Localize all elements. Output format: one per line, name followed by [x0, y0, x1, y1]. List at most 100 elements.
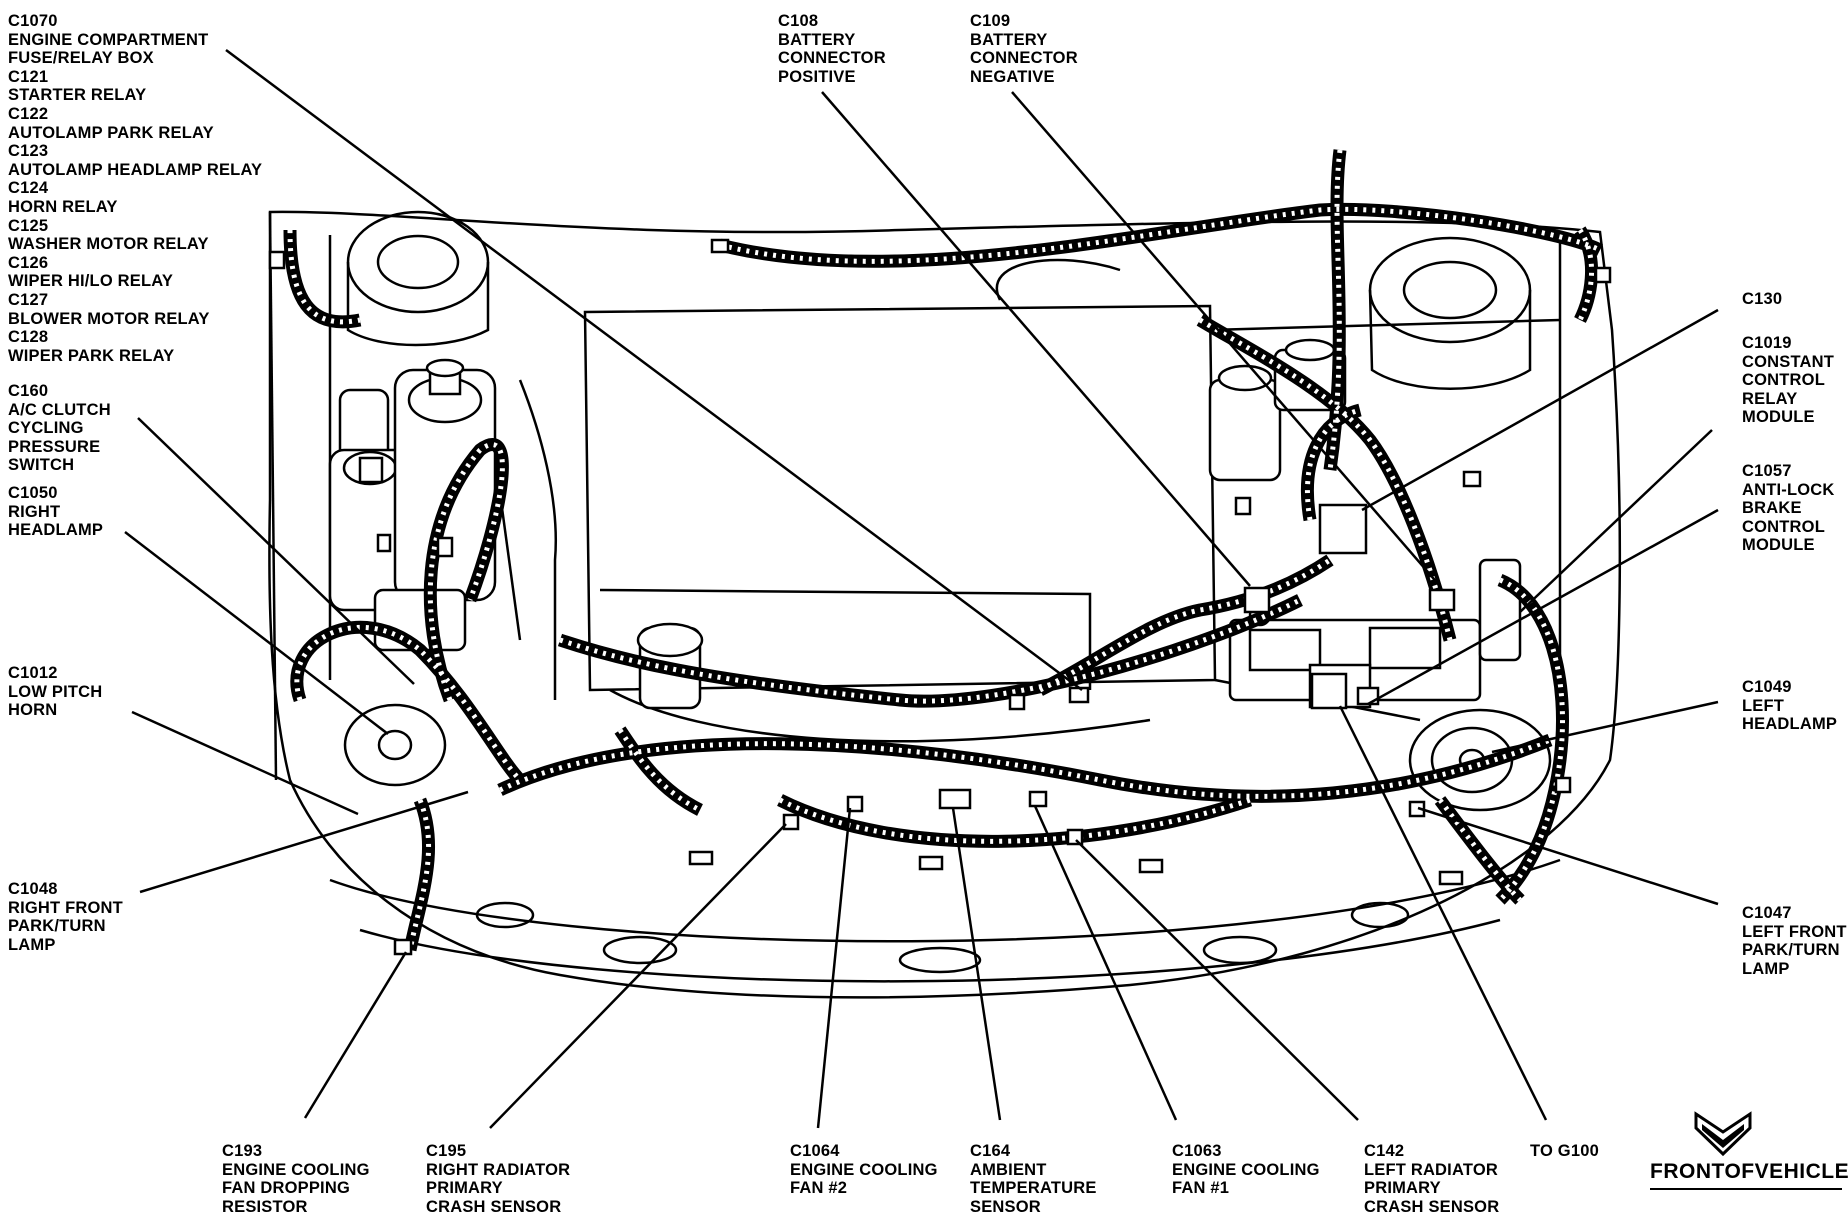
- callout-text: C142: [1364, 1142, 1405, 1160]
- callout-text: AUTOLAMP HEADLAMP RELAY: [8, 160, 263, 179]
- callout-text: NEGATIVE: [970, 67, 1055, 86]
- callout-text: C1047: [1742, 904, 1792, 922]
- strut-towers: [346, 210, 1532, 390]
- callout-text: SWITCH: [8, 456, 75, 475]
- callout-c1064-cooling-fan-2: C1064 ENGINE COOLING FAN #2: [790, 1142, 938, 1198]
- callout-text: TEMPERATURE: [970, 1179, 1097, 1198]
- callout-text: C122: [8, 104, 49, 123]
- callout-text: C195: [426, 1142, 467, 1160]
- callout-c164-ambient-temp-sensor: C164 AMBIENT TEMPERATURE SENSOR: [970, 1142, 1097, 1216]
- callout-text: BLOWER MOTOR RELAY: [8, 309, 210, 328]
- callout-text: LEFT: [1742, 696, 1785, 715]
- callout-text: AUTOLAMP PARK RELAY: [8, 123, 214, 142]
- callout-text: ENGINE COMPARTMENT: [8, 30, 209, 49]
- callout-c193-fan-dropping-resistor: C193 ENGINE COOLING FAN DROPPING RESISTO…: [222, 1142, 370, 1216]
- callout-text: C126: [8, 253, 49, 272]
- callout-text: C1064: [790, 1142, 840, 1160]
- callout-text: WIPER HI/LO RELAY: [8, 272, 174, 291]
- callout-text: HORN RELAY: [8, 197, 118, 216]
- callout-c195-right-radiator-crash-sensor: C195 RIGHT RADIATOR PRIMARY CRASH SENSOR: [426, 1142, 570, 1216]
- callout-text: CRASH SENSOR: [1364, 1197, 1500, 1216]
- callout-text: C130: [1742, 290, 1783, 308]
- callout-text: C164: [970, 1142, 1011, 1160]
- callout-c160-ac-clutch-switch: C160 A/C CLUTCH CYCLING PRESSURE SWITCH: [8, 382, 111, 475]
- front-arrow-icon: [1694, 1111, 1752, 1157]
- callout-text: C193: [222, 1142, 263, 1160]
- callout-c142-left-radiator-crash-sensor: C142 LEFT RADIATOR PRIMARY CRASH SENSOR: [1364, 1142, 1499, 1216]
- callout-text: C1063: [1172, 1142, 1222, 1160]
- callout-text: POSITIVE: [778, 67, 856, 86]
- callout-text: ENGINE COOLING: [222, 1160, 370, 1179]
- front-of-vehicle-label: FRONTOFVEHICLE: [1650, 1160, 1848, 1183]
- callout-text: PRIMARY: [426, 1179, 503, 1198]
- callout-c1019-constant-control-relay-module: C1019 CONSTANT CONTROL RELAY MODULE: [1742, 334, 1834, 427]
- callout-c130: C130: [1742, 290, 1782, 309]
- callout-text: C1019: [1742, 334, 1792, 352]
- callout-c109-battery-negative: C109 BATTERY CONNECTOR NEGATIVE: [970, 12, 1078, 86]
- callout-text: FAN #1: [1172, 1179, 1230, 1198]
- callout-c1047-left-front-park-turn-lamp: C1047 LEFT FRONT PARK/TURN LAMP: [1742, 904, 1847, 978]
- callout-text: HEADLAMP: [1742, 715, 1838, 734]
- callout-text: C1012: [8, 664, 58, 682]
- callout-text: CYCLING: [8, 419, 84, 438]
- callout-text: LOW PITCH: [8, 682, 103, 701]
- callout-text: HORN: [8, 701, 58, 720]
- callout-c1049-left-headlamp: C1049 LEFT HEADLAMP: [1742, 678, 1837, 734]
- callout-text: FUSE/RELAY BOX: [8, 49, 154, 68]
- callout-text: C123: [8, 142, 49, 161]
- callout-text: C121: [8, 67, 49, 86]
- callout-text: CONNECTOR: [778, 49, 886, 68]
- callout-text: BATTERY: [970, 30, 1048, 49]
- callout-text: C160: [8, 382, 49, 400]
- callout-text: MODULE: [1742, 408, 1815, 427]
- leader-lines: [124, 48, 1719, 1129]
- callout-c1063-cooling-fan-1: C1063 ENGINE COOLING FAN #1: [1172, 1142, 1320, 1198]
- callout-text: C109: [970, 12, 1011, 30]
- callout-text: CONNECTOR: [970, 49, 1078, 68]
- callout-text: PRIMARY: [1364, 1179, 1441, 1198]
- callout-text: CONSTANT: [1742, 352, 1835, 371]
- callout-to-g100: TO G100: [1530, 1142, 1599, 1161]
- callout-text: C127: [8, 290, 49, 309]
- callout-text: BRAKE: [1742, 499, 1802, 518]
- callout-text: C1070: [8, 12, 58, 30]
- callout-text: C1048: [8, 880, 58, 898]
- callout-text: ENGINE COOLING: [790, 1160, 938, 1179]
- callout-c1012-low-pitch-horn: C1012 LOW PITCH HORN: [8, 664, 102, 720]
- battery-area: [1208, 338, 1552, 812]
- callout-text: C1049: [1742, 678, 1792, 696]
- front-of-vehicle-underline: [1650, 1188, 1842, 1190]
- callout-text: PRESSURE: [8, 437, 101, 456]
- callout-c1048-right-front-park-turn-lamp: C1048 RIGHT FRONT PARK/TURN LAMP: [8, 880, 123, 954]
- callout-text: CRASH SENSOR: [426, 1197, 562, 1216]
- callout-c108-battery-positive: C108 BATTERY CONNECTOR POSITIVE: [778, 12, 886, 86]
- callout-text: BATTERY: [778, 30, 856, 49]
- callout-c1057-anti-lock-brake-module: C1057 ANTI-LOCK BRAKE CONTROL MODULE: [1742, 462, 1835, 555]
- callout-text: TO G100: [1530, 1142, 1599, 1160]
- callout-text: FAN DROPPING: [222, 1179, 350, 1198]
- callout-text: WIPER PARK RELAY: [8, 346, 175, 365]
- callout-text: C108: [778, 12, 819, 30]
- callout-text: STARTER RELAY: [8, 86, 147, 105]
- callout-text: WASHER MOTOR RELAY: [8, 235, 209, 254]
- callout-text: C128: [8, 328, 49, 347]
- callout-text: C124: [8, 179, 49, 198]
- callout-text: RIGHT RADIATOR: [426, 1160, 571, 1179]
- connector-plugs: [268, 238, 1612, 956]
- vehicle-body-outline: [268, 210, 1622, 999]
- callout-text: LAMP: [1742, 959, 1790, 978]
- callout-text: A/C CLUTCH: [8, 400, 111, 419]
- callout-text: AMBIENT: [970, 1160, 1047, 1179]
- callout-text: C1050: [8, 484, 58, 502]
- callout-text: CONTROL: [1742, 517, 1825, 536]
- callout-c1050-right-headlamp: C1050 RIGHT HEADLAMP: [8, 484, 103, 540]
- callout-text: RIGHT: [8, 502, 61, 521]
- callout-text: RESISTOR: [222, 1197, 308, 1216]
- callout-text: PARK/TURN: [1742, 941, 1840, 960]
- callout-text: RELAY: [1742, 389, 1798, 408]
- callout-text: RIGHT FRONT: [8, 898, 123, 917]
- callout-text: LAMP: [8, 935, 56, 954]
- callout-text: LEFT RADIATOR: [1364, 1160, 1498, 1179]
- callout-text: CONTROL: [1742, 371, 1825, 390]
